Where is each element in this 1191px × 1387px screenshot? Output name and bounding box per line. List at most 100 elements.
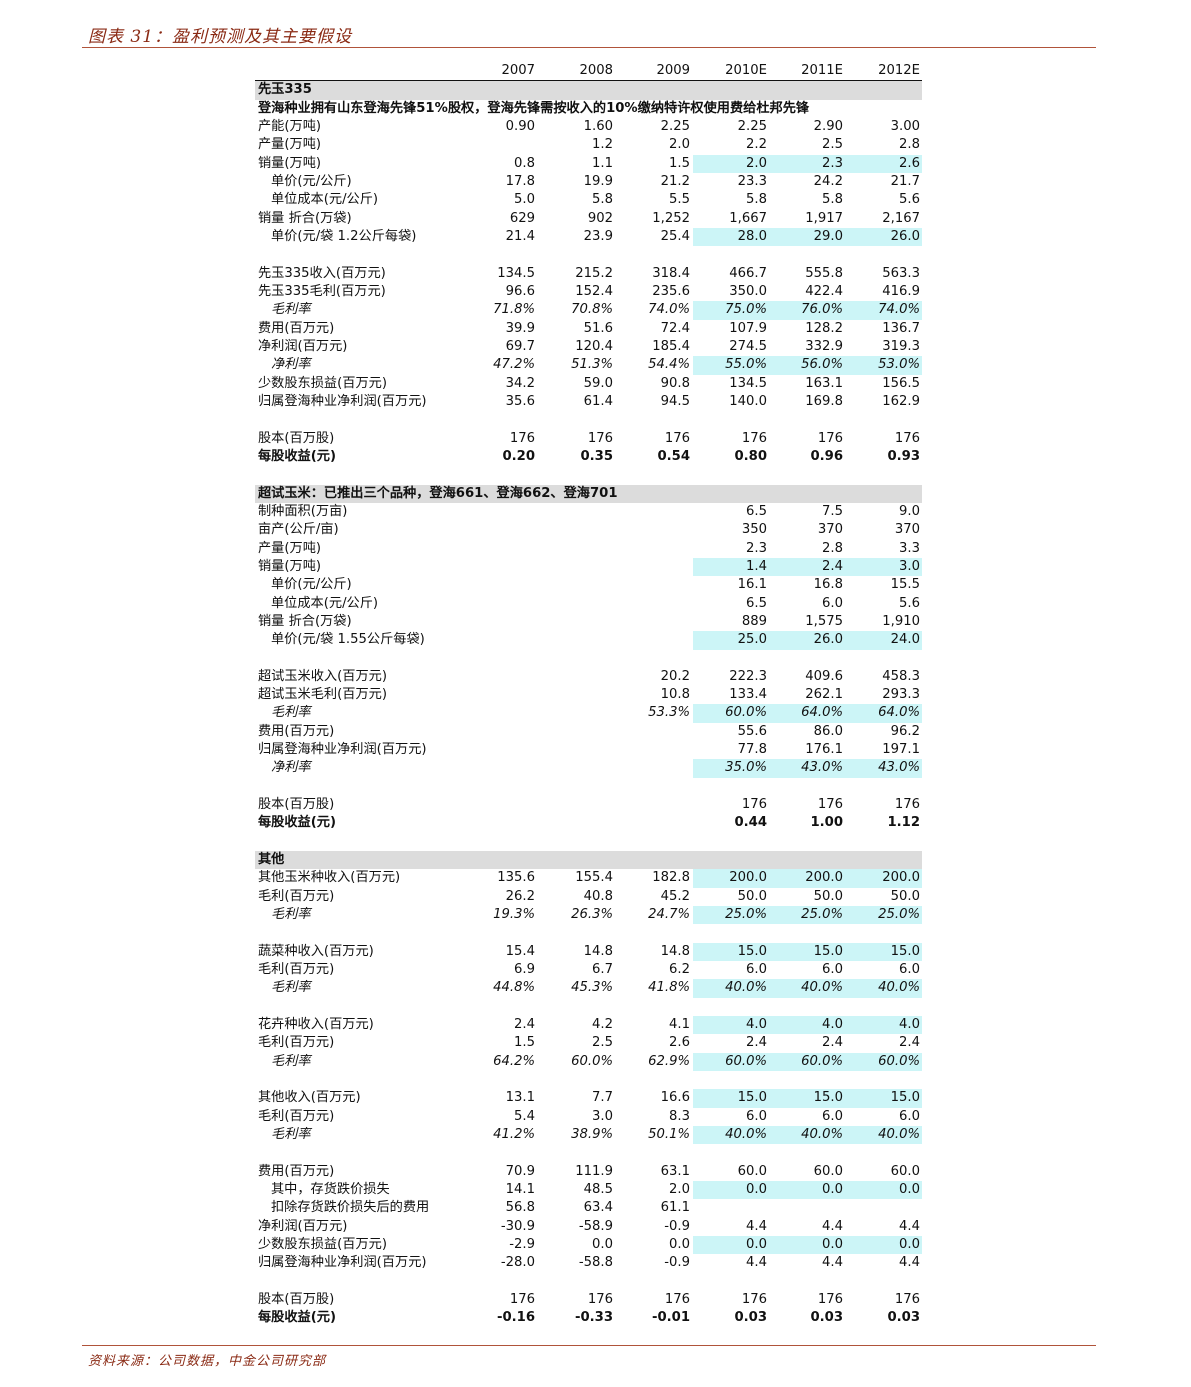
value-cell: 60.0% bbox=[725, 1053, 767, 1069]
value-cell: 24.2 bbox=[813, 173, 843, 189]
value-cell: 70.8% bbox=[571, 302, 613, 318]
value-cell: 23.3 bbox=[737, 173, 767, 189]
spacer-row bbox=[255, 778, 922, 796]
value-cell: -0.33 bbox=[574, 1310, 613, 1326]
value-cell: 176 bbox=[894, 1291, 920, 1307]
value-cell: 96.6 bbox=[505, 283, 535, 299]
value-cell: 409.6 bbox=[805, 668, 843, 684]
value-cell: 34.2 bbox=[505, 375, 535, 391]
value-cell: 40.0% bbox=[725, 980, 767, 996]
spacer-row bbox=[255, 1071, 922, 1089]
value-cell: 902 bbox=[587, 210, 613, 226]
value-cell: 134.5 bbox=[729, 375, 767, 391]
value-cell: 74.0% bbox=[878, 302, 920, 318]
value-cell: 40.0% bbox=[725, 1127, 767, 1143]
highlight-band bbox=[693, 356, 922, 375]
value-cell: 318.4 bbox=[652, 265, 690, 281]
row-label: 费用(百万元) bbox=[258, 320, 335, 336]
value-cell: 53.3% bbox=[648, 705, 690, 721]
value-cell: 15.4 bbox=[505, 943, 535, 959]
value-cell: 629 bbox=[509, 210, 535, 226]
value-cell: 20.2 bbox=[660, 668, 690, 684]
value-cell: 19.3% bbox=[493, 907, 535, 923]
spacer-row bbox=[255, 833, 922, 851]
value-cell: -28.0 bbox=[500, 1255, 535, 1271]
value-cell: 54.4% bbox=[648, 357, 690, 373]
value-cell: 0.93 bbox=[887, 448, 920, 464]
row-label: 净利润(百万元) bbox=[258, 338, 348, 354]
row-label: 少数股东损益(百万元) bbox=[258, 1237, 387, 1252]
value-cell: 60.0 bbox=[890, 1163, 920, 1179]
value-cell: 6.9 bbox=[514, 962, 535, 978]
value-cell: 15.0 bbox=[737, 1090, 767, 1106]
highlight-band bbox=[693, 1236, 922, 1255]
highlight-band bbox=[693, 1181, 922, 1200]
value-cell: 40.0% bbox=[878, 1127, 920, 1143]
spacer-row bbox=[255, 924, 922, 942]
value-cell: 60.0% bbox=[878, 1053, 920, 1069]
value-cell: 96.2 bbox=[890, 723, 920, 739]
value-cell: 4.4 bbox=[899, 1255, 920, 1271]
value-cell: -0.9 bbox=[664, 1255, 690, 1271]
value-cell: 0.03 bbox=[887, 1310, 920, 1326]
row-label: 花卉种收入(百万元) bbox=[258, 1017, 374, 1033]
value-cell: 23.9 bbox=[583, 228, 613, 244]
value-cell: 21.2 bbox=[660, 173, 690, 189]
value-cell: 44.8% bbox=[493, 980, 535, 996]
value-cell: 2.0 bbox=[746, 155, 767, 171]
value-cell: 3.0 bbox=[899, 558, 920, 574]
value-cell: 6.0 bbox=[746, 1108, 767, 1124]
value-cell: 4.4 bbox=[822, 1218, 843, 1234]
value-cell: 176 bbox=[894, 797, 920, 813]
year-header-cell: 2011E bbox=[801, 63, 843, 78]
value-cell: 77.8 bbox=[737, 742, 767, 758]
value-cell: 50.0 bbox=[890, 888, 920, 904]
value-cell: 63.1 bbox=[660, 1163, 690, 1179]
value-cell: 120.4 bbox=[575, 338, 613, 354]
spacer-row bbox=[255, 466, 922, 484]
value-cell: 24.7% bbox=[648, 907, 690, 923]
value-cell: 176 bbox=[664, 1291, 690, 1307]
value-cell: 61.4 bbox=[583, 393, 613, 409]
value-cell: 15.5 bbox=[890, 577, 920, 593]
row-label: 每股收益(元) bbox=[258, 448, 336, 464]
row-label: 毛利(百万元) bbox=[258, 888, 335, 904]
row-label: 净利率 bbox=[271, 760, 311, 776]
value-cell: 185.4 bbox=[652, 338, 690, 354]
highlight-band bbox=[693, 1089, 922, 1108]
value-cell: 350 bbox=[741, 522, 767, 538]
highlight-band bbox=[693, 301, 922, 320]
value-cell: 15.0 bbox=[813, 943, 843, 959]
value-cell: 293.3 bbox=[882, 687, 920, 703]
value-cell: 76.0% bbox=[801, 302, 843, 318]
row-label: 销量(万吨) bbox=[258, 155, 322, 171]
value-cell: 2.2 bbox=[746, 137, 767, 153]
value-cell: 176 bbox=[817, 430, 843, 446]
value-cell: 14.8 bbox=[583, 943, 613, 959]
value-cell: 62.9% bbox=[648, 1053, 690, 1069]
row-label: 先玉335毛利(百万元) bbox=[258, 283, 386, 299]
value-cell: 74.0% bbox=[648, 302, 690, 318]
value-cell: 60.0% bbox=[801, 1053, 843, 1069]
value-cell: 25.4 bbox=[660, 228, 690, 244]
section-header: 超试玉米：已推出三个品种，登海661、登海662、登海701 bbox=[255, 484, 922, 503]
value-cell: 60.0% bbox=[725, 705, 767, 721]
value-cell: 136.7 bbox=[882, 320, 920, 336]
value-cell: 4.1 bbox=[669, 1017, 690, 1033]
value-cell: 176 bbox=[587, 1291, 613, 1307]
value-cell: 14.1 bbox=[505, 1182, 535, 1198]
value-cell: 176 bbox=[817, 1291, 843, 1307]
